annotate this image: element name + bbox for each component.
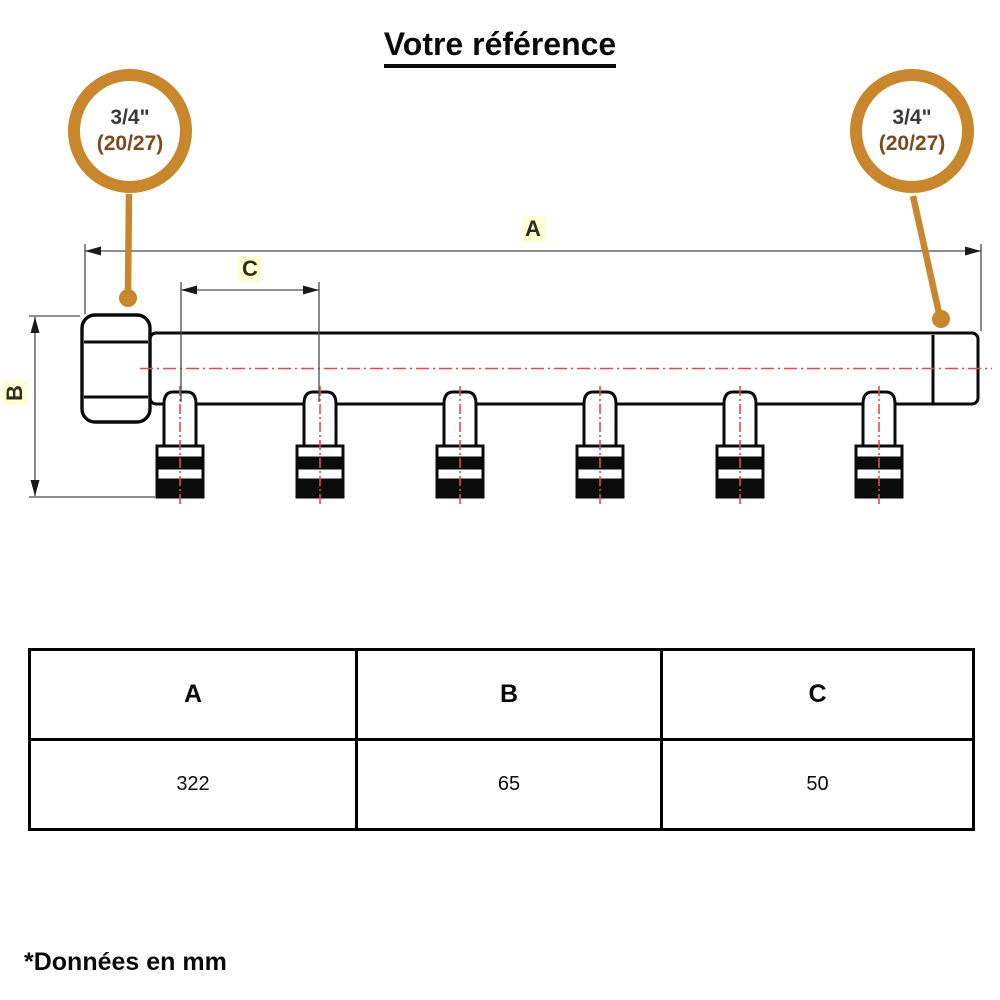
leader-line-left — [124, 193, 133, 293]
outlet — [574, 384, 626, 509]
arrowhead — [303, 285, 319, 295]
callout-right: 3/4" (20/27) — [850, 69, 974, 193]
outlet — [154, 384, 206, 509]
arrowhead — [30, 317, 40, 333]
units-footnote: *Données en mm — [24, 948, 227, 976]
leader-dot-right — [932, 310, 950, 328]
page-title-text: Votre référence — [383, 26, 617, 68]
outlet — [853, 384, 905, 509]
outlet — [714, 384, 766, 509]
outlet — [294, 384, 346, 509]
table-value-c: 50 — [660, 738, 975, 831]
leader-dot-left — [119, 289, 137, 307]
callout-left-thread-label: (20/27) — [96, 132, 164, 155]
dimension-label-a: A — [521, 216, 545, 242]
leader-line-right — [909, 195, 943, 314]
callout-right-size-label: 3/4" — [892, 106, 932, 129]
arrowhead — [85, 246, 101, 256]
manifold-drawing — [29, 193, 992, 509]
table-header-c: C — [660, 648, 975, 741]
dimension-label-b: B — [2, 381, 28, 405]
callout-left-size-label: 3/4" — [110, 106, 150, 129]
table-header-row: A B C — [28, 648, 975, 741]
hex-nut — [80, 313, 152, 424]
table-header-b: B — [355, 648, 663, 741]
arrowhead — [181, 285, 197, 295]
dimensions-table: A B C 322 65 50 — [28, 648, 975, 831]
dimension-label-c: C — [238, 256, 262, 282]
table-value-b: 65 — [355, 738, 663, 831]
arrowhead — [30, 480, 40, 496]
page-title: Votre référence — [0, 26, 1000, 68]
arrowhead — [965, 246, 981, 256]
table-value-a: 322 — [28, 738, 358, 831]
callout-right-thread-label: (20/27) — [878, 132, 946, 155]
outlet — [434, 384, 486, 509]
callout-left: 3/4" (20/27) — [68, 69, 192, 193]
table-header-a: A — [28, 648, 358, 741]
table-value-row: 322 65 50 — [28, 738, 975, 831]
